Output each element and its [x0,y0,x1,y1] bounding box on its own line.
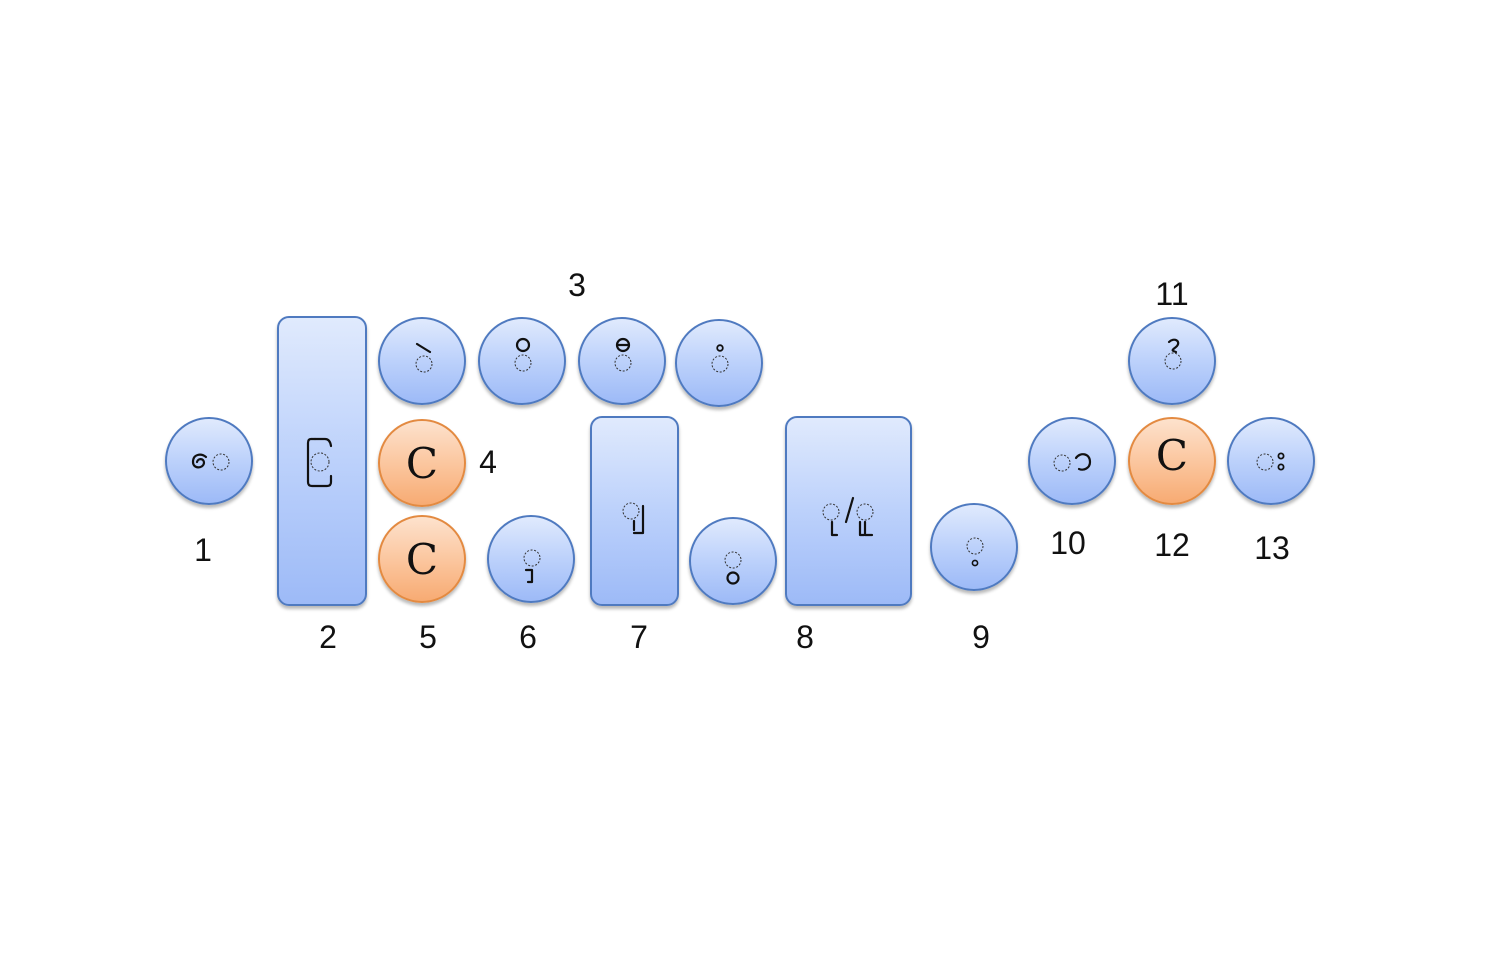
slot-10-vowel-aa-circle [1028,417,1116,505]
consonant-letter: C [405,534,439,584]
vowel-sign-ai-glyph [415,342,433,373]
slot-label-12: 12 [1154,527,1190,563]
slot-8-vowel-u-uu-box [785,416,912,606]
slot-label-7: 7 [630,619,648,655]
slot-3-vowel-aa-circle [378,317,466,405]
consonant-letter: C [1155,430,1189,480]
vowel-sign-aa-glyph [1053,453,1092,472]
slot-label-13: 13 [1254,530,1290,566]
slot-label-10: 10 [1050,525,1086,561]
slot-label-8: 8 [796,619,814,655]
medial-ya-glyph [523,549,541,584]
asat-glyph [1164,338,1182,370]
slot-5-consonant-circle: C [378,515,466,603]
slot-label-5: 5 [419,619,437,655]
medial-wa-ha-glyph [622,502,645,535]
slot-label-6: 6 [519,619,537,655]
slot-7-medial-wa-circle [689,517,777,605]
slot-3-vowel-ii-circle [578,317,666,405]
slot-2-medial-ra-box [277,316,367,606]
slot-3-anusvara-circle [675,319,763,407]
consonant-letter: C [405,438,439,488]
visarga-glyph [1256,452,1285,471]
slot-label-1: 1 [194,532,212,568]
slot-9-dot-below-circle [930,503,1018,591]
dot-below-glyph [966,537,984,567]
vowel-sign-e-glyph [191,453,230,471]
vowel-sign-u-uu-glyph [822,496,874,537]
slot-label-2: 2 [319,619,337,655]
slot-label-3: 3 [568,267,586,303]
slot-label-11: 11 [1155,276,1189,312]
slot-13-visarga-circle [1227,417,1315,505]
slot-4-consonant-circle: C [378,419,466,507]
slot-1-vowel-e-circle [165,417,253,505]
slot-7-medial-wa-box [590,416,679,606]
anusvara-glyph [711,344,729,373]
slot-11-asat-circle [1128,317,1216,405]
slot-6-medial-ya-circle [487,515,575,603]
slot-label-9: 9 [972,619,990,655]
vowel-sign-i-glyph [514,337,532,372]
medial-ra-glyph [306,437,333,488]
slot-label-4: 4 [479,444,497,480]
slot-12-consonant-circle: C [1128,417,1216,505]
medial-wa-glyph [724,551,742,585]
slot-3-vowel-i-circle [478,317,566,405]
vowel-sign-ii-glyph [614,337,632,372]
